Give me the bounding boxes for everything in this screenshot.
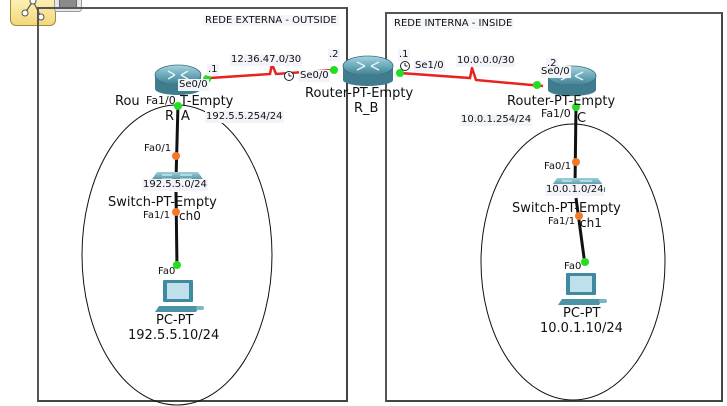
link-status-dot (173, 261, 181, 269)
pc-1[interactable] (558, 273, 607, 305)
link-ab-network: 12.36.47.0/30 (230, 54, 303, 66)
link-status-dot (174, 102, 182, 110)
ethernet-link-sw0-pc0[interactable] (174, 191, 179, 269)
switch-1-name-tail: ch1 (580, 216, 602, 230)
clock-icon (284, 71, 294, 81)
ethernet-link-ra-sw0[interactable] (174, 103, 180, 181)
pc-1-port: Fa0 (564, 261, 582, 272)
router-c-name: C (577, 111, 587, 126)
switch-0-model: Switch-PT-Empty (108, 195, 217, 210)
link-status-dot (172, 152, 180, 160)
switch-0-network: 192.5.5.0/24 (142, 179, 208, 191)
link-bc-host-c: .2 (546, 58, 558, 70)
switch-0-port-up: Fa0/1 (144, 143, 172, 154)
zone-outside[interactable] (37, 7, 348, 402)
router-a-name-head: R (165, 109, 175, 124)
router-c-port-fa: Fa1/0 (541, 107, 571, 120)
router-b-model: Router-PT-Empty (305, 86, 414, 101)
router-b[interactable] (342, 55, 394, 86)
switch-0-port-down: Fa1/1 (143, 210, 171, 221)
router-c[interactable] (547, 65, 597, 96)
link-bc-network: 10.0.0.0/30 (456, 55, 516, 67)
zone-inside[interactable] (385, 12, 723, 402)
link-ab-host-a: .1 (207, 64, 219, 76)
link-bc-port-c: Se0/0 (540, 66, 571, 78)
link-status-dot (572, 158, 580, 166)
switch-1-port-up: Fa0/1 (544, 161, 572, 172)
link-ab-port-b: Se0/0 (299, 70, 330, 82)
ethernet-link-rc-sw1[interactable] (573, 104, 578, 187)
ethernet-link-sw1-pc1[interactable] (574, 197, 587, 266)
link-bc-port-b: Se1/0 (414, 60, 445, 72)
link-status-dot (575, 212, 583, 220)
router-a-model-head: Rou (115, 94, 140, 109)
link-ab-host-b: .2 (328, 49, 340, 61)
pc-0-port: Fa0 (158, 266, 176, 277)
link-status-dot (172, 208, 180, 216)
router-b-name: R_B (354, 101, 379, 116)
pc-0-model: PC-PT (156, 313, 194, 328)
switch-0-name-tail: ch0 (179, 209, 201, 223)
pc-0-ip: 192.5.5.10/24 (128, 328, 220, 343)
link-status-dot (572, 103, 580, 111)
router-c-gateway-ip: 10.0.1.254/24 (460, 114, 533, 126)
serial-link-bc[interactable] (399, 63, 544, 88)
link-status-dot (533, 81, 541, 89)
clock-icon (400, 61, 410, 71)
logical-view-button[interactable] (10, 0, 56, 26)
link-status-dot (330, 66, 338, 74)
pc-0[interactable] (155, 280, 204, 312)
link-bc-host-b: .1 (398, 49, 410, 61)
router-a-port-fa: Fa1/0 (146, 94, 176, 107)
link-ab-port-a: Se0/0 (178, 79, 209, 91)
switch-1-port-down: Fa1/1 (548, 216, 576, 227)
router-c-model: Router-PT-Empty (507, 94, 616, 109)
switch-1-network: 10.0.1.0/24 (545, 184, 605, 196)
link-status-dot (396, 69, 404, 77)
lan-inside-ellipse (480, 123, 666, 401)
router-a-name-tail: A (181, 109, 190, 124)
pc-1-model: PC-PT (563, 306, 601, 321)
router-a-gateway-ip: 192.5.5.254/24 (205, 111, 284, 123)
zone-outside-label: REDE EXTERNA - OUTSIDE (203, 15, 339, 26)
pc-1-ip: 10.0.1.10/24 (540, 321, 623, 336)
router-a-model-tail: T-Empty (180, 94, 234, 109)
link-status-dot (581, 258, 589, 266)
switch-1-model: Switch-PT-Empty (512, 201, 621, 216)
zone-inside-label: REDE INTERNA - INSIDE (392, 18, 515, 29)
